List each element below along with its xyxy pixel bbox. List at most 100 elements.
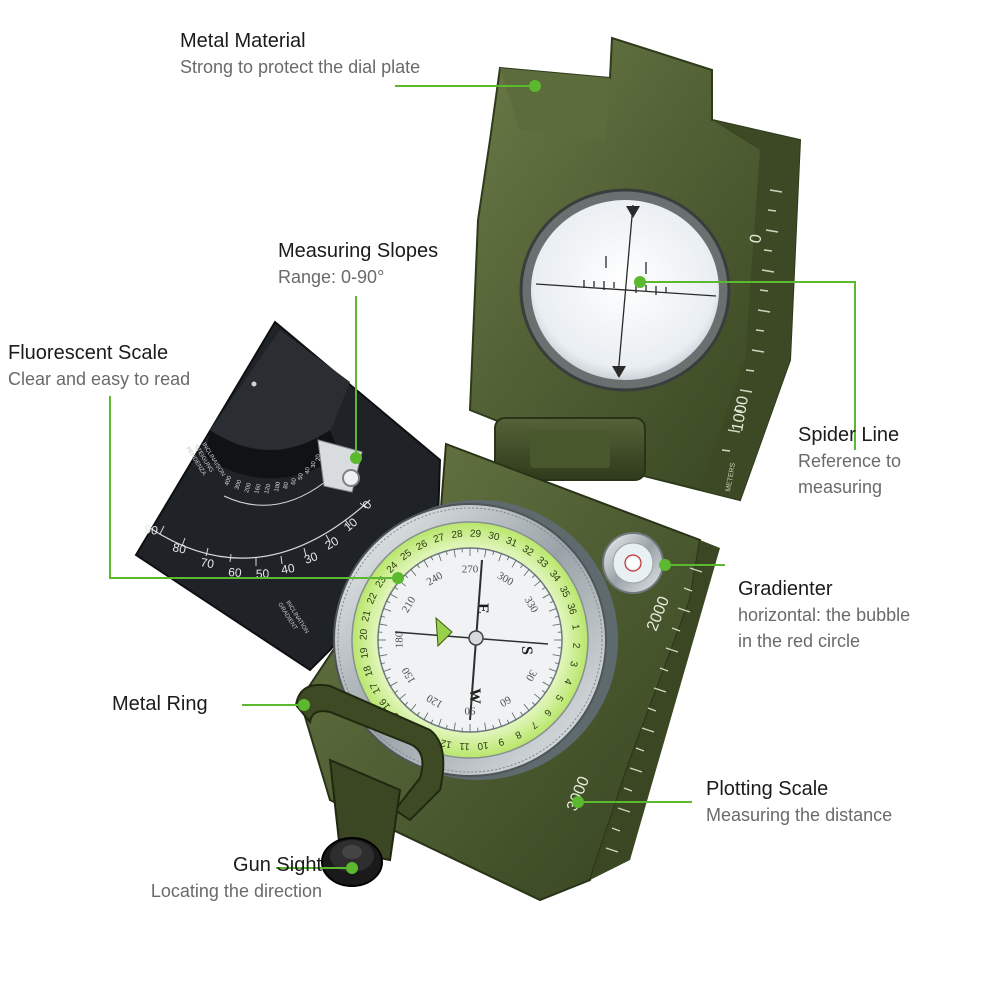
callout-desc-line2: in the red circle (738, 631, 861, 651)
dial-tick (542, 593, 550, 599)
dial-tick (492, 724, 495, 729)
dial-tick (430, 719, 434, 724)
bezel-number: 19 (359, 646, 371, 659)
compass-dial: 1234567891011121314151617181920212223242… (333, 500, 618, 780)
svg-text:100: 100 (274, 481, 282, 493)
dial-tick (379, 654, 388, 657)
dial-tick (484, 722, 487, 731)
dial-tick (511, 712, 517, 720)
dial-tick (390, 681, 398, 687)
gun-sight (321, 758, 402, 887)
callout-dots (298, 80, 671, 874)
dial-tick (531, 701, 536, 706)
dial-tick (523, 704, 530, 711)
dial-tick (492, 551, 495, 556)
callout-title: Plotting Scale (706, 778, 829, 800)
clinometer-inner-scale: 400 300 200 160 120 100 80 60 50 40 30 2… (224, 454, 322, 495)
bezel-number: 2 (570, 642, 581, 649)
dial-tick (410, 704, 417, 711)
svg-text:300: 300 (234, 479, 243, 491)
dial-ticks (378, 548, 562, 732)
dial-tick (549, 676, 554, 680)
callout-title: Gradienter (738, 578, 833, 600)
svg-text:400: 400 (224, 475, 233, 487)
svg-text:40: 40 (305, 466, 311, 474)
bezel-number: 35 (557, 585, 572, 600)
bezel-number: 7 (528, 719, 539, 731)
dial-tick (498, 718, 502, 727)
bezel-number: 4 (561, 677, 573, 687)
lid-scale-ticks (721, 189, 783, 452)
bezel-knurl (337, 507, 603, 773)
dial-tick (453, 722, 456, 731)
clino-outer-40: 40 (280, 561, 296, 577)
metal-ring (294, 683, 445, 822)
dial-tick (520, 564, 524, 569)
bezel-number: 11 (459, 740, 470, 752)
dial-tick (542, 681, 550, 687)
hinge-plate (530, 430, 610, 468)
dial-tick (445, 551, 448, 556)
svg-text:120: 120 (264, 483, 272, 495)
dial-tick (549, 600, 554, 604)
dial-tick (438, 553, 442, 562)
dial-tick (520, 711, 524, 716)
bezel-number: 8 (513, 728, 523, 741)
bezel-number: 18 (362, 664, 376, 678)
dial-tick (506, 719, 510, 724)
callout-title: Spider Line (798, 424, 900, 446)
svg-text:30: 30 (311, 461, 317, 469)
cardinal-e: E (474, 603, 491, 614)
dial-tick (438, 718, 442, 727)
bezel-number: 27 (432, 532, 446, 546)
dial-tick (523, 569, 530, 576)
needle-pivot (468, 630, 484, 646)
dial-tick (383, 608, 392, 612)
dial-tick (548, 608, 557, 612)
bezel-number: 28 (451, 529, 464, 541)
dial-tick (386, 676, 391, 680)
dial-tick (548, 668, 557, 672)
leader-fluorescent-scale (109, 396, 398, 579)
compass-lid: 0 1000 METERS (468, 36, 802, 502)
lid-scale-label-1000: 1000 (729, 395, 752, 433)
dial-tick (381, 662, 386, 665)
clino-outer-80: 80 (171, 540, 187, 557)
dial-tick (404, 574, 409, 579)
dial-tick (554, 662, 559, 665)
dial-tick (394, 690, 399, 694)
crosshair-top-arrow (626, 206, 640, 218)
dial-tick (410, 569, 417, 576)
bezel-number: 9 (496, 735, 505, 747)
dial-tick (498, 553, 502, 562)
callout-metal-ring: Metal Ring (112, 691, 208, 717)
dial-tick (416, 711, 420, 716)
callout-leaders (109, 85, 856, 869)
svg-text:20: 20 (316, 454, 322, 461)
bezel-number: 10 (476, 739, 489, 751)
callout-spider-line: Spider Line Reference to measuring (798, 422, 901, 500)
leader-spider-line (640, 281, 856, 450)
dial-tick (379, 623, 388, 626)
callout-desc-line1: Reference to (798, 451, 902, 471)
dial-tick (506, 556, 510, 561)
bezel-number: 6 (541, 706, 553, 718)
gradienter-bubble (627, 557, 639, 569)
callout-metal-material: Metal Material Strong to protect the dia… (180, 28, 420, 80)
callout-desc: Clear and easy to read (8, 369, 191, 389)
dial-number: 180 (394, 631, 406, 648)
dial-tick (399, 693, 406, 700)
bezel-number: 20 (358, 628, 370, 640)
dial-number: 270 (462, 564, 479, 576)
lid-scale-label-0: 0 (747, 233, 765, 245)
callout-title: Measuring Slopes (278, 240, 439, 262)
dial-tick (381, 615, 386, 618)
bezel-number: 12 (439, 736, 453, 749)
dial-tick (386, 600, 391, 604)
svg-text:200: 200 (244, 482, 253, 494)
dial-tick (445, 724, 448, 729)
callout-measuring-slopes: Measuring Slopes Range: 0-90° (278, 238, 438, 290)
callout-desc: Measuring the distance (706, 805, 893, 825)
